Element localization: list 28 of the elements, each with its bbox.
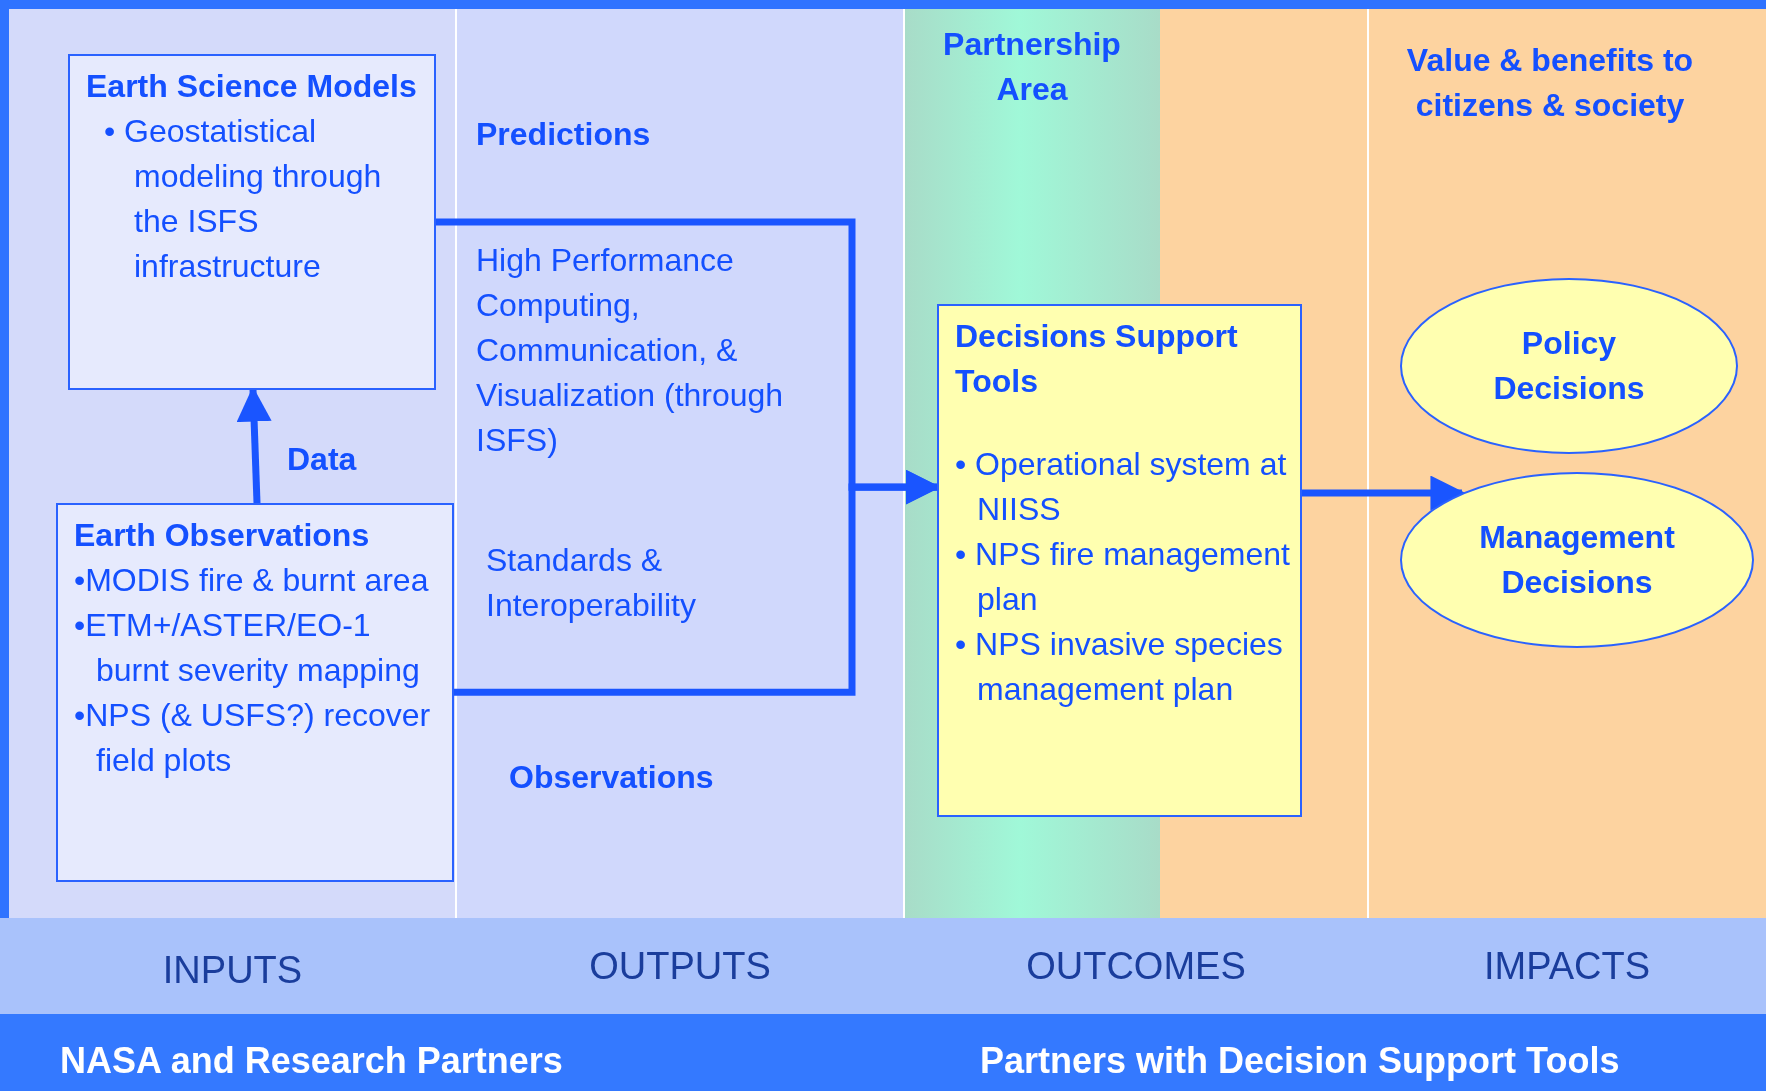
list-item: •NPS (& USFS?) recover field plots bbox=[74, 696, 432, 780]
band-heading: Partnership Area bbox=[942, 25, 1122, 109]
outputs-text: Standards & Interoperability bbox=[486, 541, 697, 625]
edge-label: Predictions bbox=[476, 115, 651, 154]
box-heading: Earth Science Models bbox=[86, 67, 418, 106]
column-label: OUTCOMES bbox=[1025, 944, 1247, 989]
ellipse-text: Policy Decisions bbox=[1492, 324, 1646, 408]
footer-text: Partners with Decision Support Tools bbox=[980, 1039, 1621, 1083]
column-label: INPUTS bbox=[161, 948, 304, 993]
edge-label: Observations bbox=[509, 758, 714, 797]
edge-label: Data bbox=[287, 440, 357, 479]
list-item: •ETM+/ASTER/EO-1 burnt severity mapping bbox=[74, 606, 421, 690]
list-item: • NPS fire management plan bbox=[955, 535, 1290, 619]
list-item: • NPS invasive species management plan bbox=[955, 625, 1284, 709]
footer-text: NASA and Research Partners bbox=[60, 1039, 564, 1083]
list-item: • Operational system at NIISS bbox=[955, 445, 1288, 529]
band-heading: Value & benefits to citizens & society bbox=[1405, 41, 1695, 125]
column-label: IMPACTS bbox=[1482, 944, 1652, 989]
outputs-text: High Performance Computing, Communication, & Visualization (through ISFS) bbox=[476, 241, 785, 460]
box-heading: Earth Observations bbox=[74, 516, 371, 555]
column-label: OUTPUTS bbox=[588, 944, 772, 989]
tool-box bbox=[937, 304, 1302, 817]
box-heading: Decisions Support Tools bbox=[955, 317, 1239, 401]
observation-box bbox=[56, 503, 454, 882]
model-box bbox=[68, 54, 436, 390]
ellipse-text: Management Decisions bbox=[1478, 518, 1676, 602]
list-item: •MODIS fire & burnt area bbox=[74, 561, 430, 600]
list-item: • Geostatistical modeling through the ISFS infrastructure bbox=[103, 112, 383, 286]
